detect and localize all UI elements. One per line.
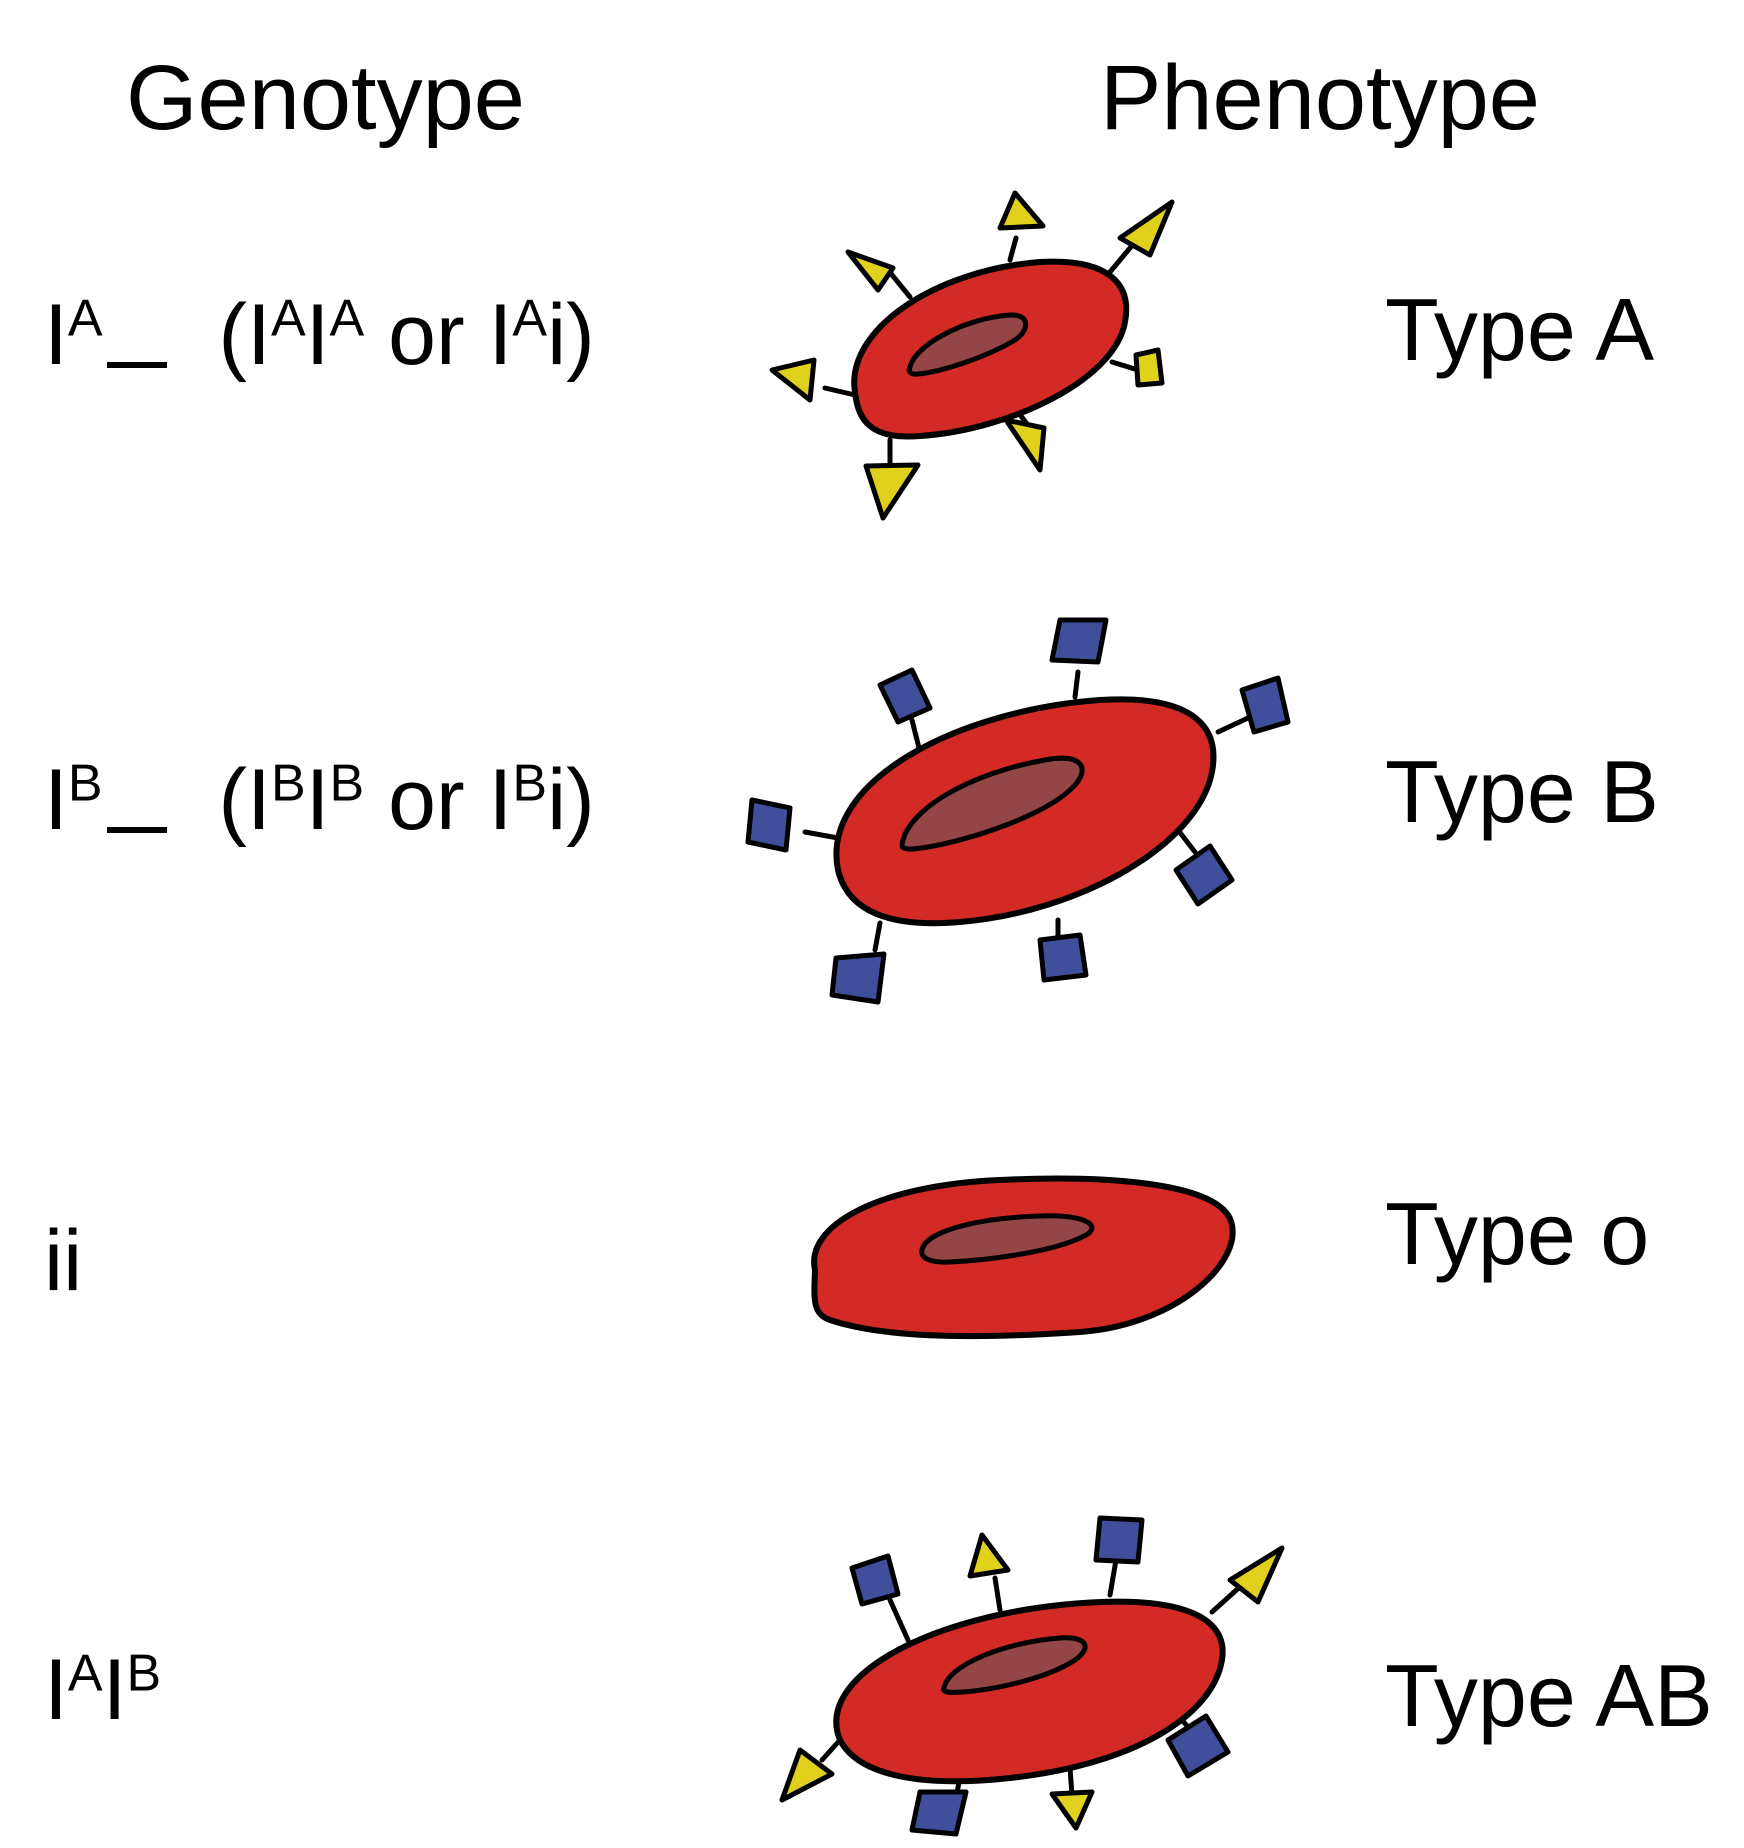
phenotype-header: Phenotype (1100, 47, 1540, 149)
recessive-tail: i) (547, 752, 595, 848)
genotype-header: Genotype (126, 47, 525, 149)
or-word: or (364, 752, 489, 848)
antigen-a-icon (779, 1532, 1285, 1831)
allele-letter: I (102, 1642, 127, 1738)
genotype-type-a: IA (IAIA or IAi) (44, 292, 595, 378)
genotype-type-o: ii (44, 1213, 83, 1309)
antigen-b-icon (849, 1515, 1231, 1837)
allele-superscript: B (126, 1644, 162, 1703)
allele-letter: I (247, 287, 271, 383)
allele-letter: I (488, 752, 513, 848)
paren-open: ( (218, 287, 248, 383)
phenotype-label-ab: Type AB (1385, 1646, 1713, 1745)
allele-letter: I (305, 752, 330, 848)
phenotype-label-a: Type A (1385, 280, 1655, 379)
paren-open: ( (218, 752, 248, 848)
allele-superscript: B (270, 754, 306, 813)
allele-superscript: A (329, 289, 365, 348)
allele-letter: I (44, 1642, 68, 1738)
phenotype-label-o: Type o (1385, 1184, 1650, 1283)
allele-letter: I (488, 287, 513, 383)
antigen-b-icon (745, 617, 1291, 1005)
allele-superscript: B (329, 754, 365, 813)
recessive-tail: i) (547, 287, 595, 383)
allele-superscript: B (512, 754, 548, 813)
cell-type-ab (779, 1515, 1285, 1837)
cell-type-b (745, 617, 1291, 1005)
antigen-a-icon (769, 190, 1175, 521)
or-word: or (364, 287, 489, 383)
allele-superscript: A (67, 1644, 103, 1703)
allele-letter: I (44, 752, 68, 848)
allele-superscript: B (67, 754, 103, 813)
genotype-type-ab: IAIB (44, 1647, 161, 1733)
allele-superscript: A (512, 289, 548, 348)
allele-superscript: A (270, 289, 306, 348)
allele-superscript: A (67, 289, 103, 348)
allele-letter: I (305, 287, 330, 383)
cell-type-a (769, 190, 1175, 521)
blank-allele (106, 827, 167, 834)
allele-letter: I (247, 752, 271, 848)
blank-allele (106, 362, 167, 369)
cell-type-o (811, 1175, 1236, 1340)
phenotype-label-b: Type B (1385, 742, 1659, 841)
genotype-type-b: IB (IBIB or IBi) (44, 757, 595, 843)
allele-letter: I (44, 287, 68, 383)
